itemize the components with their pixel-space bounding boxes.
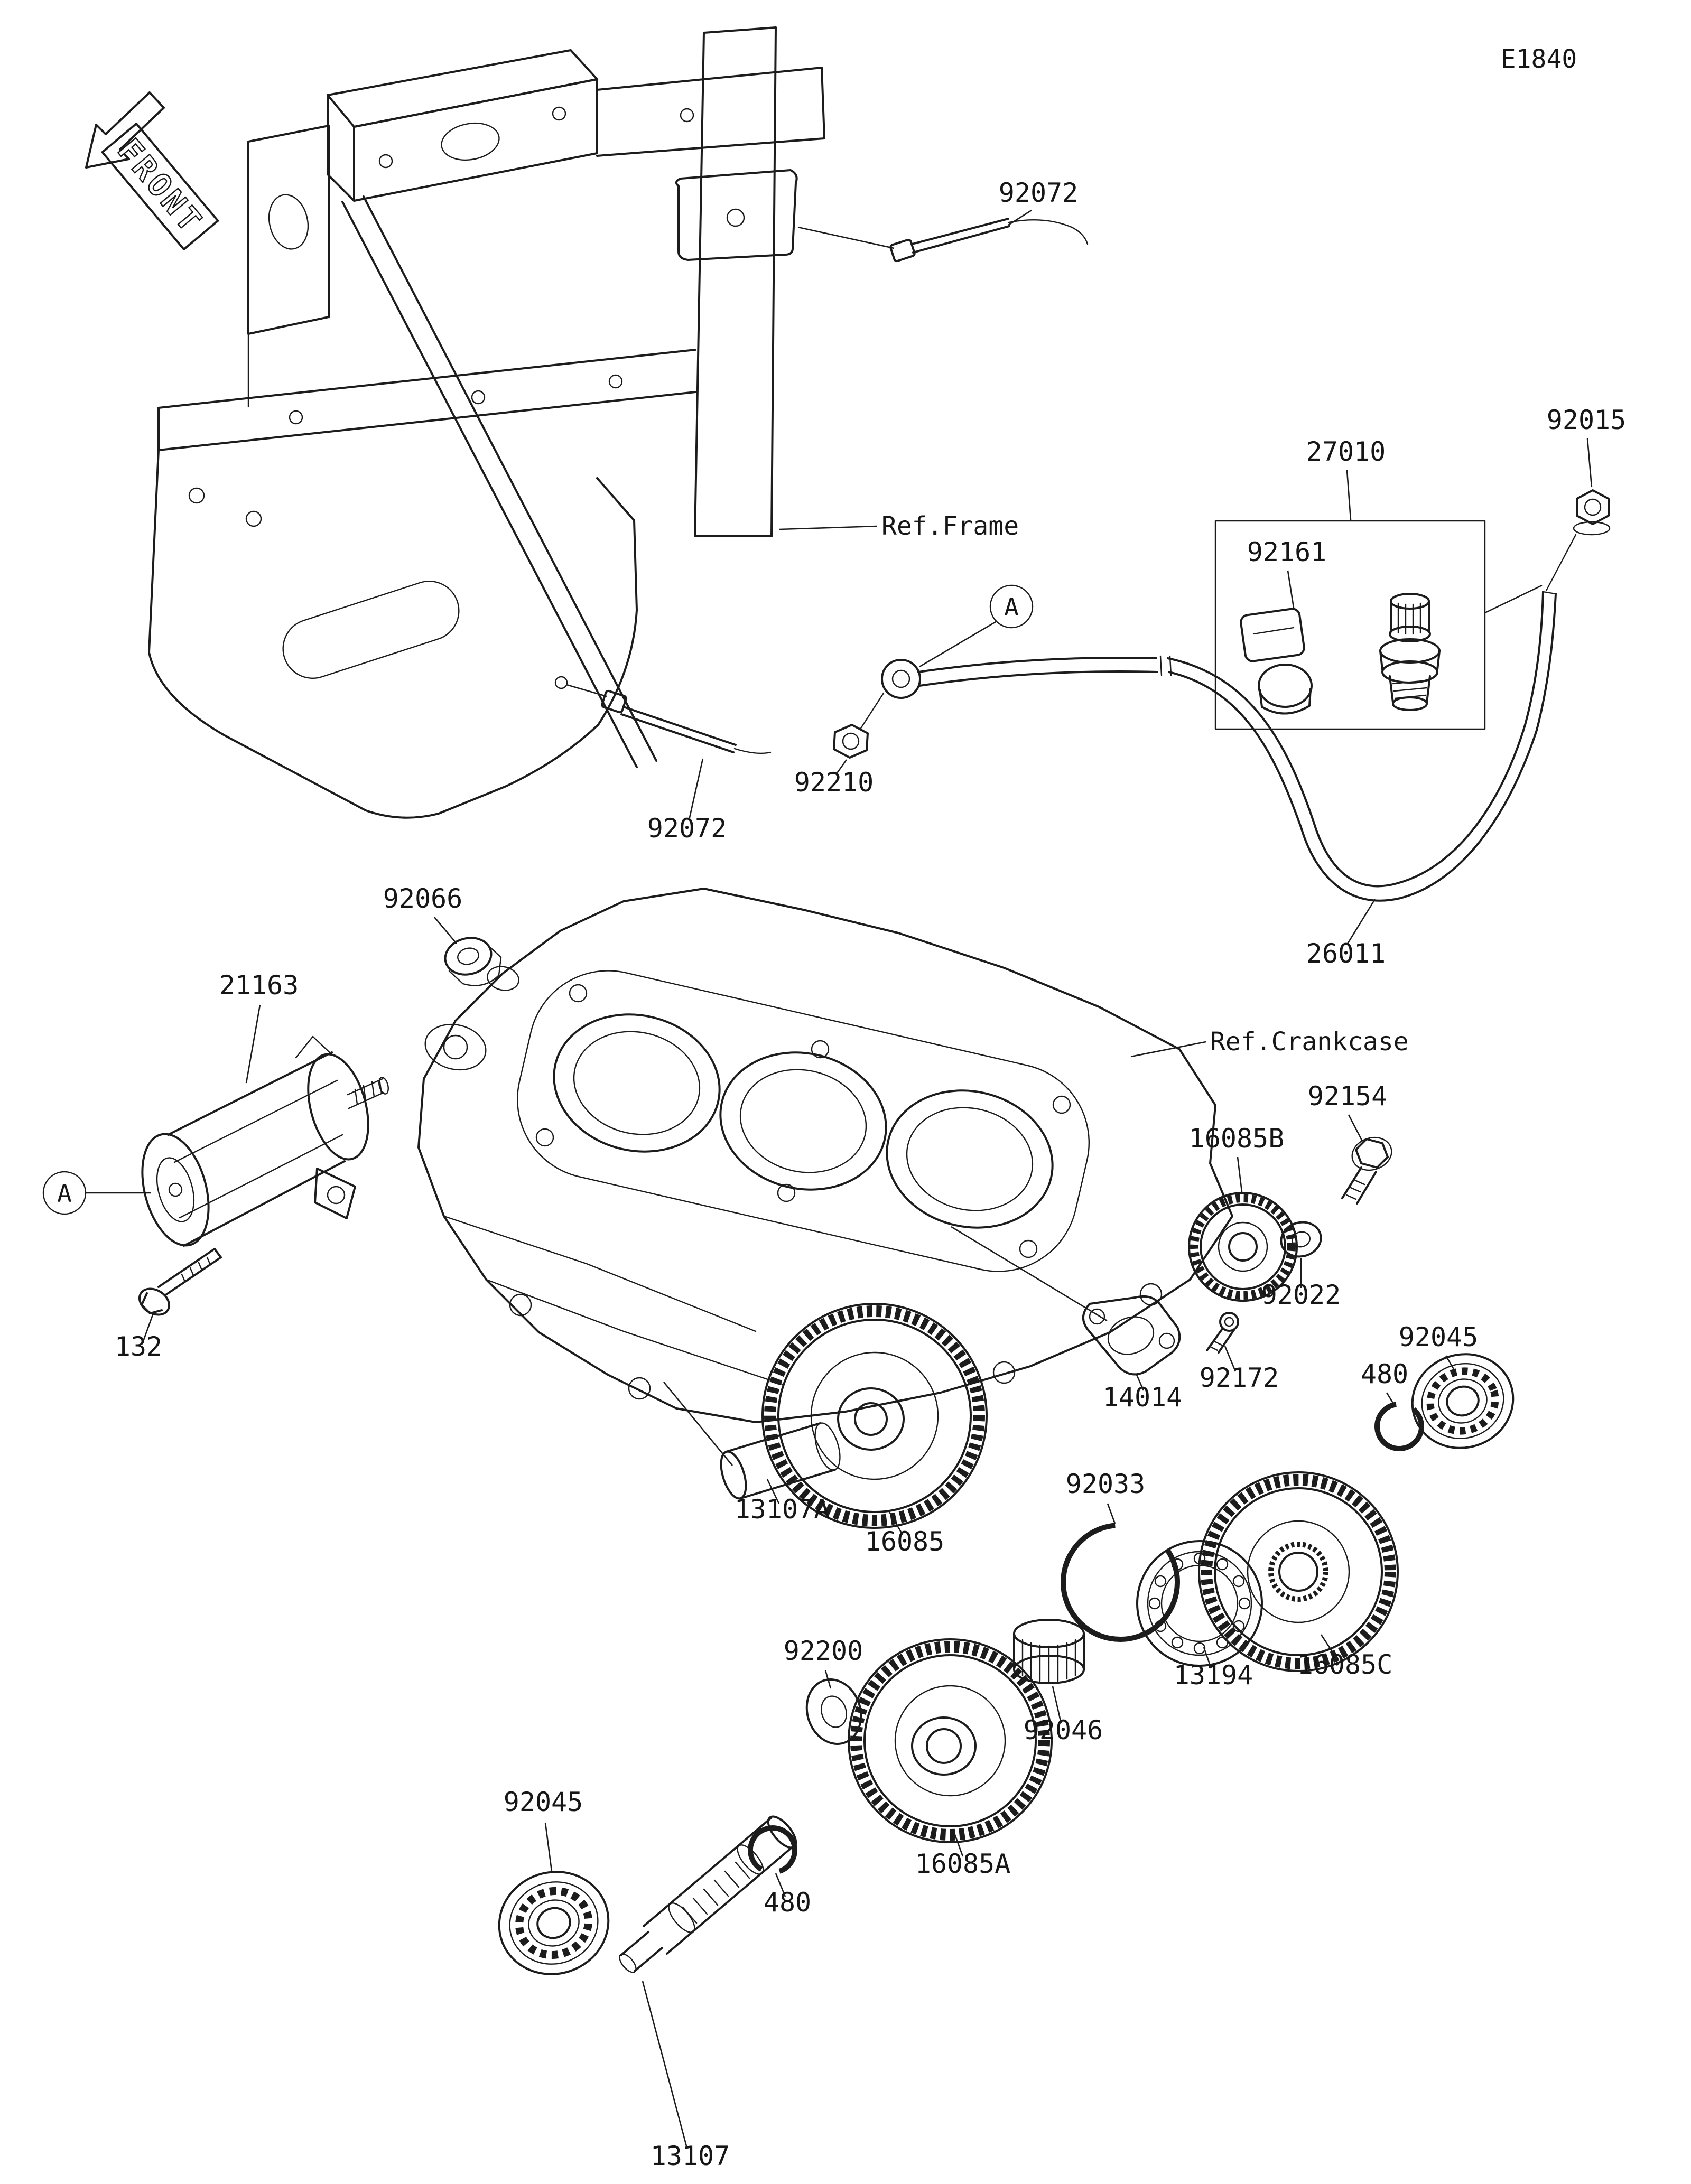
part-label-92072-top: 92072 xyxy=(999,178,1079,208)
part-label-13194: 13194 xyxy=(1174,1660,1253,1691)
part-label-92066: 92066 xyxy=(383,883,463,914)
frame-art xyxy=(148,26,825,819)
part-label-92033: 92033 xyxy=(1066,1469,1146,1499)
part-labels: 92072 92015 27010 92161 92210 92072 2601… xyxy=(115,178,1626,2171)
part-label-16085C: 16085C xyxy=(1297,1649,1393,1680)
crankcase-art xyxy=(417,888,1233,1466)
part-label-16085B: 16085B xyxy=(1189,1123,1285,1154)
front-arrow: FRONT xyxy=(85,91,219,250)
needle-bearing-92046 xyxy=(1013,1619,1085,1684)
switch-box xyxy=(1214,520,1486,730)
part-label-92154: 92154 xyxy=(1308,1081,1388,1112)
washer-92022 xyxy=(1280,1221,1322,1258)
part-label-16085: 16085 xyxy=(865,1526,945,1557)
bearing-92045-right xyxy=(1411,1353,1515,1449)
gear-16085C xyxy=(1198,1471,1399,1672)
nut-92015 xyxy=(1573,489,1611,536)
part-label-480-bottom: 480 xyxy=(764,1887,811,1918)
part-label-92045-right: 92045 xyxy=(1399,1322,1479,1352)
part-label-92015: 92015 xyxy=(1547,405,1627,435)
oil-pipe xyxy=(833,655,1172,759)
bearing-92045-bottom xyxy=(498,1871,610,1975)
part-label-92200: 92200 xyxy=(784,1636,863,1666)
callout-a-starter: A xyxy=(42,1171,151,1215)
washer-92200 xyxy=(805,1678,862,1745)
part-label-16085A: 16085A xyxy=(915,1849,1011,1879)
callout-a-starter-label: A xyxy=(57,1179,72,1208)
part-label-13107A: 13107A xyxy=(735,1494,830,1525)
part-label-92046: 92046 xyxy=(1024,1715,1103,1746)
part-label-27010: 27010 xyxy=(1306,436,1386,467)
oil-hose-26011 xyxy=(1167,534,1577,902)
gear-16085B xyxy=(1188,1192,1298,1302)
bolt-132 xyxy=(138,1248,222,1316)
front-label: FRONT xyxy=(110,132,210,241)
callout-a-pipe: A xyxy=(919,584,1034,668)
callout-a-pipe-label: A xyxy=(1004,593,1019,621)
part-label-92161: 92161 xyxy=(1247,537,1327,567)
part-label-132: 132 xyxy=(115,1331,162,1362)
nut-92210 xyxy=(833,724,869,759)
part-label-92210: 92210 xyxy=(794,767,874,798)
cable-tie-lower xyxy=(566,684,772,754)
part-label-480-right: 480 xyxy=(1361,1359,1408,1389)
page-code: E1840 xyxy=(1501,44,1577,74)
part-label-21163: 21163 xyxy=(219,970,299,1001)
snap-ring-480-right xyxy=(1374,1402,1424,1451)
part-label-92072-lower: 92072 xyxy=(647,813,727,844)
switch-assembly-27010 xyxy=(1214,520,1543,730)
bolt-92154 xyxy=(1341,1136,1392,1205)
part-label-26011: 26011 xyxy=(1306,938,1386,969)
oil-pressure-switch xyxy=(1379,593,1441,711)
breather-plate-14014 xyxy=(1082,1295,1181,1376)
ref-crankcase-label: Ref.Crankcase xyxy=(1210,1027,1409,1057)
oil-plug-92066 xyxy=(444,937,502,986)
part-label-92172: 92172 xyxy=(1200,1362,1279,1393)
ref-frame-label: Ref.Frame xyxy=(881,511,1019,541)
output-shaft-13107 xyxy=(619,1815,797,1973)
gear-16085 xyxy=(761,1303,988,1529)
gear-16085A xyxy=(848,1638,1053,1843)
starter-motor xyxy=(141,1035,389,1247)
part-label-92045-bottom: 92045 xyxy=(504,1787,583,1817)
snap-ring-480-bottom xyxy=(747,1825,797,1875)
terminal-boot-92161 xyxy=(1240,608,1313,715)
screw-92172 xyxy=(1206,1312,1239,1354)
part-label-13107: 13107 xyxy=(651,2141,730,2171)
cable-tie-top xyxy=(797,218,1089,263)
